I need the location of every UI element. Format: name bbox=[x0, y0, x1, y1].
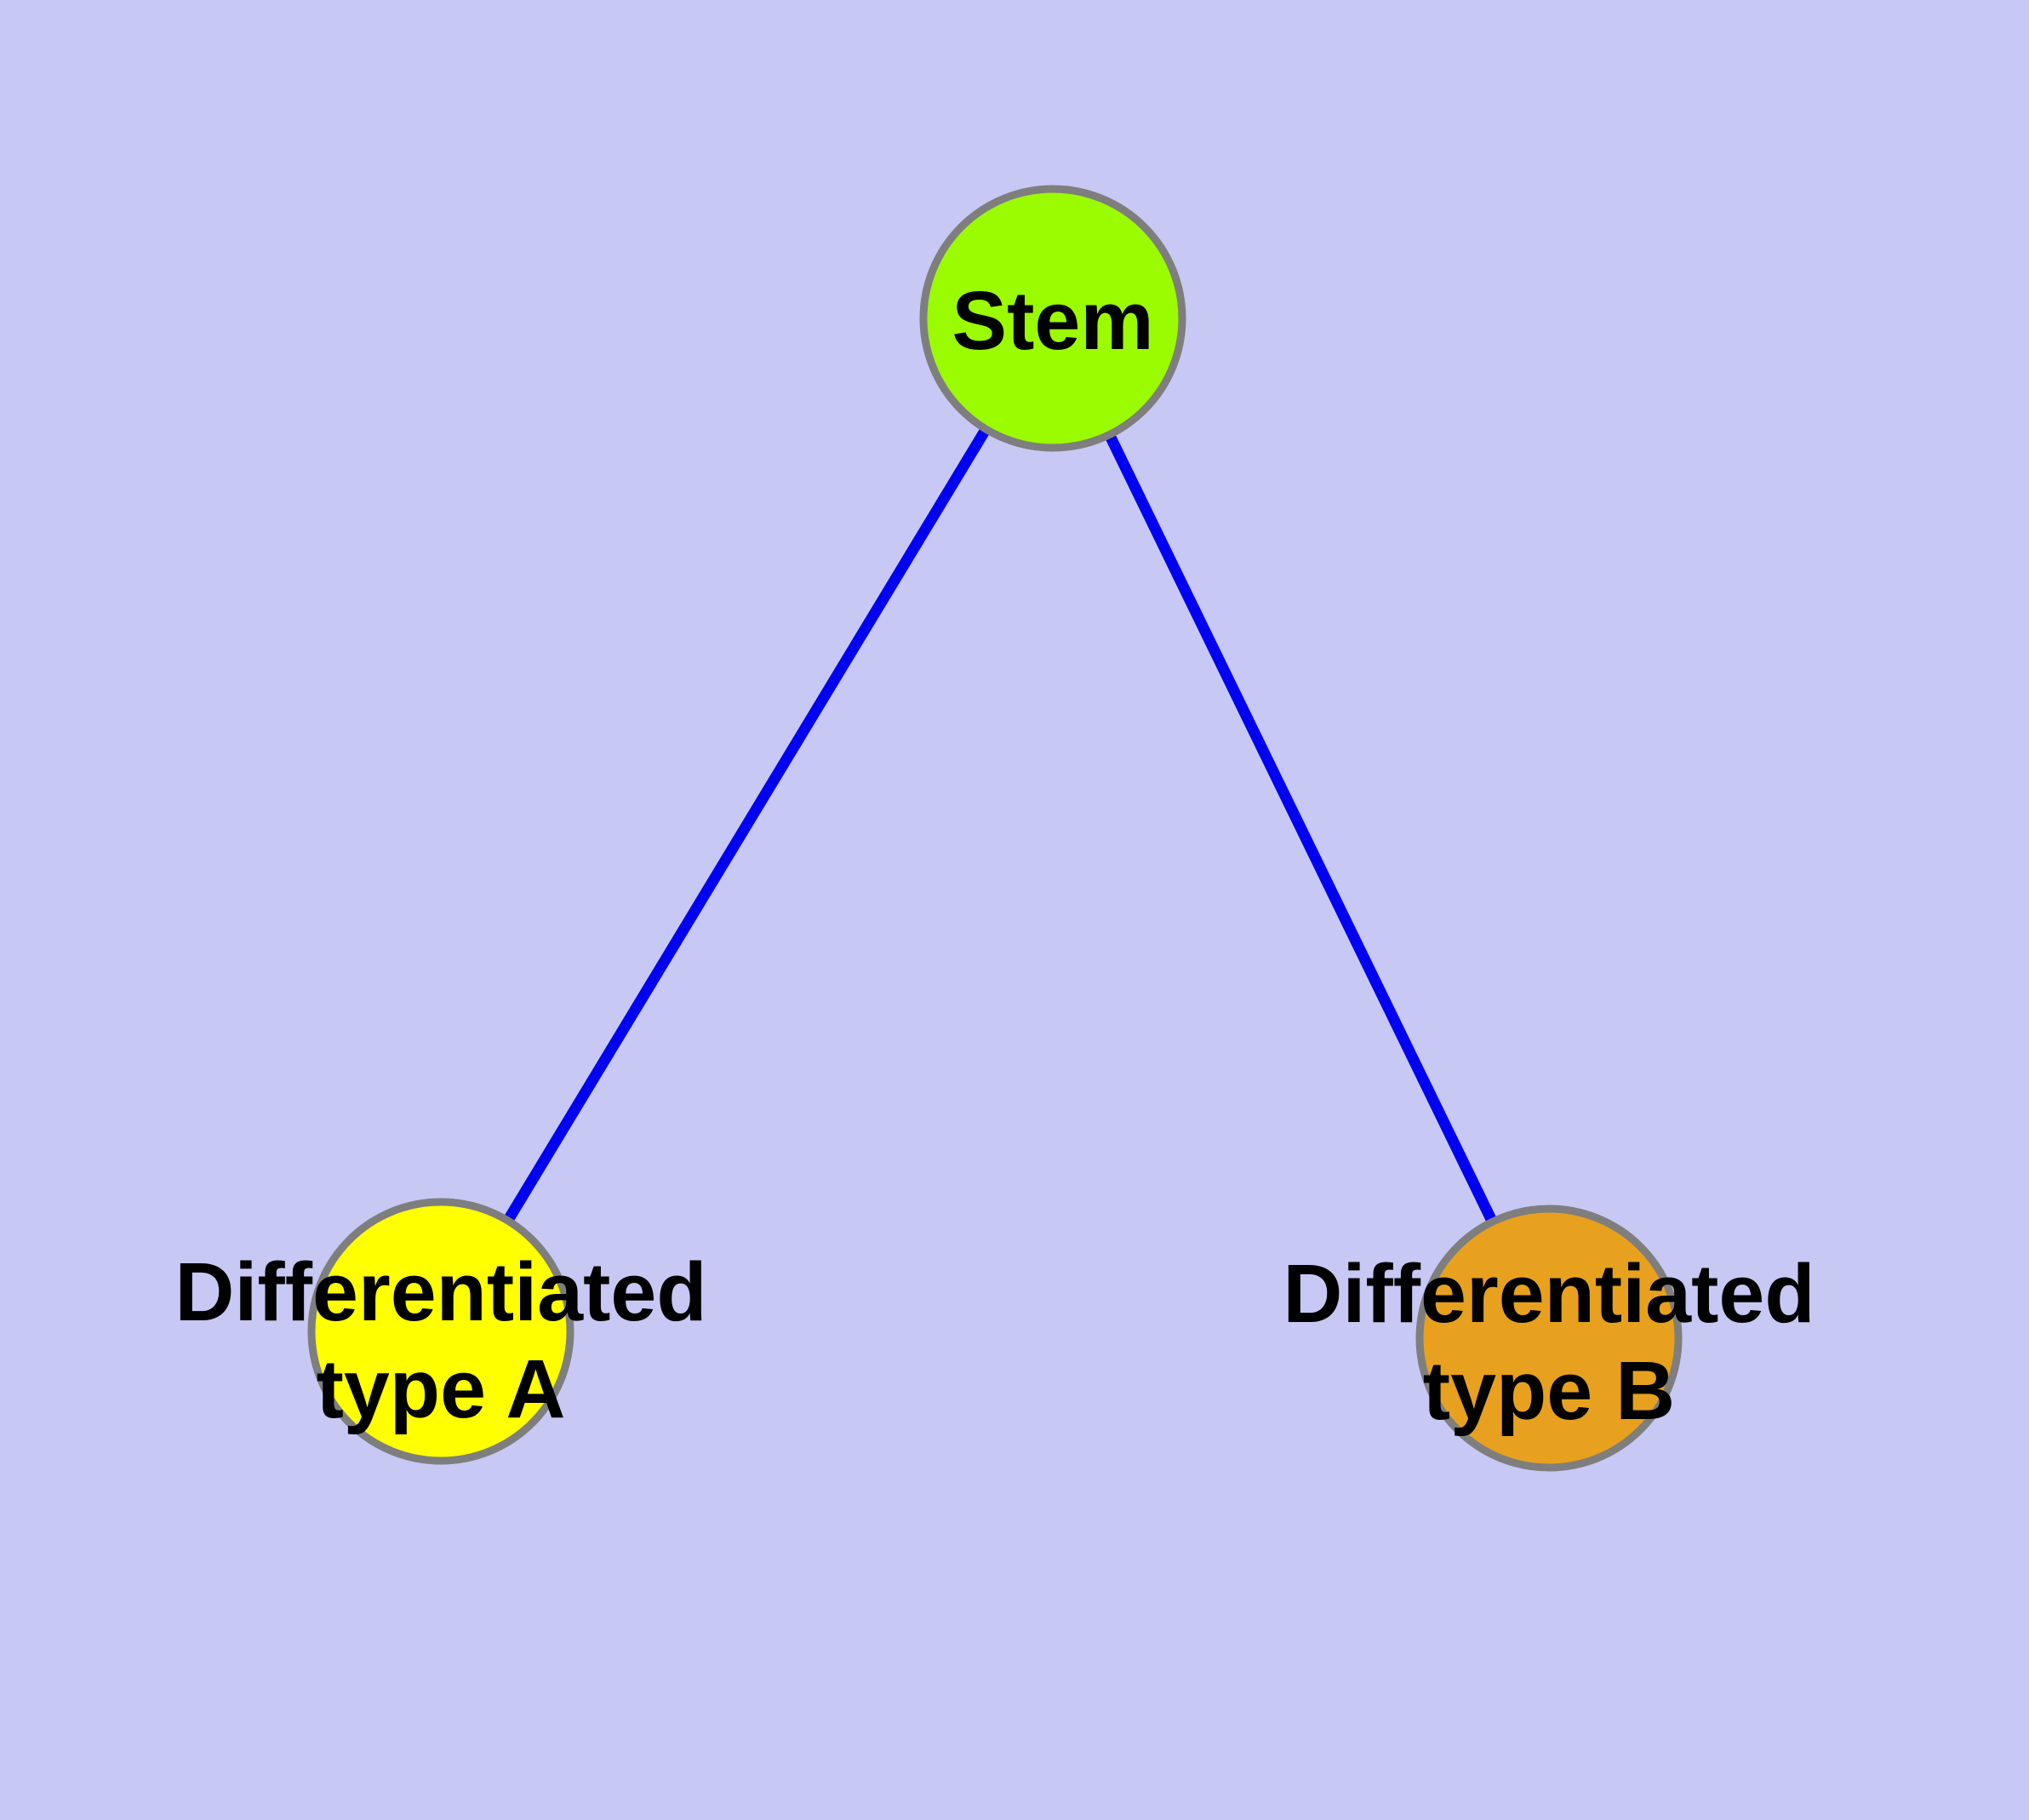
differentiated-type-b-label-line1: Differentiated bbox=[1283, 1247, 1815, 1340]
differentiated-type-a-label-line1: Differentiated bbox=[174, 1245, 706, 1338]
edge-stem-to-type-b bbox=[1048, 316, 1554, 1341]
differentiated-type-a-label-line2: type A bbox=[317, 1342, 566, 1435]
differentiated-type-b-node bbox=[1415, 1205, 1683, 1472]
stem-node-label: Stem bbox=[952, 274, 1153, 367]
differentiated-type-a-node bbox=[307, 1198, 574, 1465]
differentiated-type-b-label-line2: type B bbox=[1423, 1344, 1675, 1437]
stem-node bbox=[919, 185, 1186, 452]
edge-stem-to-type-a bbox=[436, 315, 1058, 1335]
